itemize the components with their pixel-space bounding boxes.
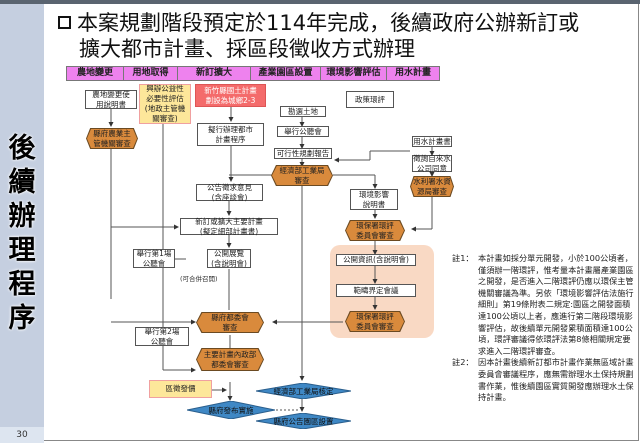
epa-review-1-label: 環保署環評 委員會審查: [346, 221, 404, 240]
public-interest-node: 興辦公益性 必要性評估 (地政主管機 關審查): [139, 84, 191, 124]
hearing-node: 舉行公聽會: [277, 126, 329, 137]
moea-approve-label: 經濟部工業局核定: [273, 386, 334, 396]
public-exhibit-node: 公開展覽 (含說明會): [207, 249, 251, 268]
page-number: 30: [0, 427, 44, 443]
farmland-change-doc-node: 農地變更使 用說明書: [85, 90, 137, 109]
water-company-consent-node: 徵詢自來水 公司同意: [412, 153, 452, 173]
footnote-1: 註1： 本計畫如採分單元開發，小於100公頃者，僅須辦一階環評，惟考量本計畫屬產…: [452, 253, 636, 357]
column-header: 用水計畫: [387, 67, 439, 80]
county-announce-park-decision: 縣府公告園區設置: [256, 413, 351, 429]
urban-plan-procedure-node: 擬行辦理都市 計畫程序: [197, 123, 264, 146]
title-line-2: 擴大都市計畫、採區段徵收方式辦理: [79, 37, 415, 61]
moea-review-label: 經濟部工業局 審查: [272, 166, 332, 185]
scoping-meeting-node: 範疇界定會議: [336, 284, 416, 297]
column-header: 新訂擴大: [178, 67, 251, 80]
second-hearing-node: 舉行第2場 公聽會: [135, 327, 189, 346]
county-announce-park-label: 縣府公告園區設置: [273, 416, 334, 426]
column-header: 環境影響評估: [321, 67, 387, 80]
top-bar: [0, 0, 640, 4]
first-hearing-node: 舉行第1場 公聽會: [133, 249, 175, 268]
square-bullet-icon: [58, 16, 71, 29]
moea-approve-decision: 經濟部工業局核定: [256, 383, 351, 399]
zone-expropriation-node: 區徵發價: [149, 380, 212, 398]
county-agri-review-label: 縣府農業主 管機關審查: [87, 129, 137, 148]
water-plan-node: 用水計畫書: [412, 136, 452, 147]
column-header: 用地取得: [124, 67, 178, 80]
footnote-label: 註1：: [452, 253, 474, 263]
policy-eia-node: 政策環評: [346, 91, 394, 108]
slide-frame: [44, 4, 639, 441]
side-title: 後 續 辦 理 程 序: [8, 133, 36, 334]
eia-statement-node: 環境影響 說明書: [350, 189, 398, 210]
county-publish-decision: 縣府發布實施: [187, 401, 275, 419]
title-line-1: 本案規劃階段預定於114年完成，後續政府公辦新訂或: [77, 11, 580, 35]
county-publish-label: 縣府發布實施: [208, 405, 254, 415]
county-urban-committee-label: 縣府都委會 審查: [197, 313, 263, 332]
footnote-text: 因本計畫後續新訂都市計畫作業無區域計畫委員會審議程序，應無需辦理水土保持規劃書作…: [478, 357, 634, 403]
draft-main-plan-node: 新訂或擴大主要計畫 (擬定細部計畫書): [180, 217, 278, 236]
column-header: 農地變更: [67, 67, 124, 80]
footnotes: 註1： 本計畫如採分單元開發，小於100公頃者，僅須辦一階環評，惟考量本計畫屬產…: [452, 253, 636, 404]
epa-review-2-label: 環保署環評 委員會審查: [346, 312, 404, 331]
column-header-row: 農地變更 用地取得 新訂擴大 產業園區設置 環境影響評估 用水計畫: [66, 66, 440, 81]
column-header: 產業園區設置: [251, 67, 321, 80]
survey-land-node: 勘選土地: [280, 106, 326, 117]
footnote-text: 本計畫如採分單元開發，小於100公頃者，僅須辦一階環評，惟考量本計畫屬產業園區之…: [478, 253, 634, 356]
footnote-label: 註2：: [452, 357, 474, 368]
public-info-node: 公開資訊(含說明會): [336, 254, 416, 266]
moi-review-label: 主要計畫內政部 都委會審查: [197, 349, 263, 370]
wra-review-label: 水利署水資 源局審查: [411, 177, 453, 196]
page-title: 本案規劃階段預定於114年完成，後續政府公辦新訂或 擴大都市計畫、採區段徵收方式…: [58, 10, 633, 62]
may-combine-note: (可合併召開): [180, 275, 218, 283]
announce-opinion-node: 公告徵求意見 (含座談會): [196, 183, 263, 202]
footnote-2: 註2： 因本計畫後續新訂都市計畫作業無區域計畫委員會審議程序，應無需辦理水土保持…: [452, 357, 636, 403]
feasibility-report-node: 可行性規劃報告: [274, 148, 332, 159]
sidebar: [0, 4, 44, 427]
hsinchu-land-plan-node: 新竹縣國土計畫 劃設為城鄉2-3: [195, 84, 266, 107]
